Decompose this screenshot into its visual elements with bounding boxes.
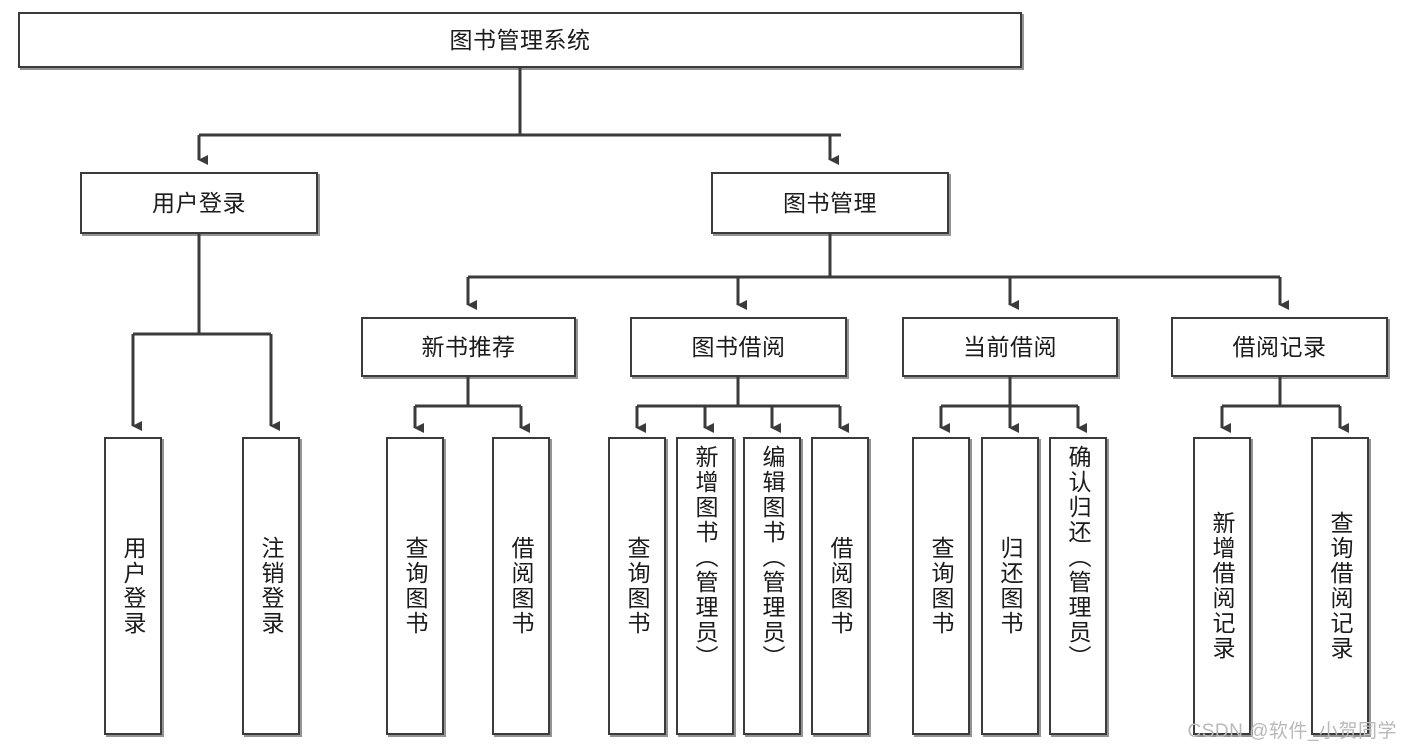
node-user-login[interactable]: 用户登录	[80, 172, 318, 234]
leaf-user-login-logout[interactable]: 注销登录	[242, 437, 300, 735]
node-label: 查询图书	[402, 536, 429, 636]
leaf-book-borrow-add-book-admin[interactable]: 新增图书（管理员）	[676, 437, 734, 735]
node-label: 借阅记录	[1232, 333, 1327, 360]
leaf-book-borrow-edit-book-admin[interactable]: 编辑图书（管理员）	[743, 437, 801, 735]
leaf-borrow-record-query-record[interactable]: 查询借阅记录	[1311, 437, 1369, 735]
node-current-borrow[interactable]: 当前借阅	[902, 317, 1118, 377]
node-label: 图书管理系统	[449, 26, 591, 53]
node-label: 注销登录	[258, 536, 285, 636]
leaf-current-borrow-query-book[interactable]: 查询图书	[912, 437, 970, 735]
node-book-borrow[interactable]: 图书借阅	[630, 317, 847, 377]
node-label: 借阅图书	[827, 536, 854, 636]
node-label: 用户登录	[152, 189, 246, 216]
node-label: 用户登录	[120, 536, 147, 636]
leaf-book-borrow-query-book[interactable]: 查询图书	[608, 437, 666, 735]
node-label: 查询图书	[928, 536, 955, 636]
node-label: 图书管理	[783, 189, 877, 216]
node-label: 归还图书	[997, 536, 1024, 636]
leaf-new-book-borrow-book[interactable]: 借阅图书	[492, 437, 550, 735]
leaf-current-borrow-return-book[interactable]: 归还图书	[981, 437, 1039, 735]
node-new-book-recommend[interactable]: 新书推荐	[361, 317, 576, 377]
node-label: 新书推荐	[421, 333, 516, 360]
node-label: 当前借阅	[963, 333, 1057, 360]
node-label: 新增借阅记录	[1209, 511, 1236, 661]
node-label: 确认归还（管理员）	[1065, 445, 1092, 670]
node-label: 查询图书	[624, 536, 651, 636]
node-label: 查询借阅记录	[1327, 511, 1354, 661]
watermark-text: CSDN @软件_小贺同学	[1187, 721, 1397, 742]
node-label: 新增图书（管理员）	[692, 445, 719, 670]
node-label: 借阅图书	[508, 536, 535, 636]
node-root-book-management-system[interactable]: 图书管理系统	[18, 12, 1022, 68]
node-book-management[interactable]: 图书管理	[711, 172, 949, 234]
node-label: 编辑图书（管理员）	[759, 445, 786, 670]
leaf-new-book-query-book[interactable]: 查询图书	[386, 437, 444, 735]
leaf-user-login-login[interactable]: 用户登录	[104, 437, 162, 735]
leaf-current-borrow-confirm-return-admin[interactable]: 确认归还（管理员）	[1049, 437, 1107, 735]
leaf-book-borrow-borrow-book[interactable]: 借阅图书	[811, 437, 869, 735]
leaf-borrow-record-add-record[interactable]: 新增借阅记录	[1193, 437, 1251, 735]
node-label: 图书借阅	[691, 333, 786, 360]
node-borrow-record[interactable]: 借阅记录	[1171, 317, 1388, 377]
